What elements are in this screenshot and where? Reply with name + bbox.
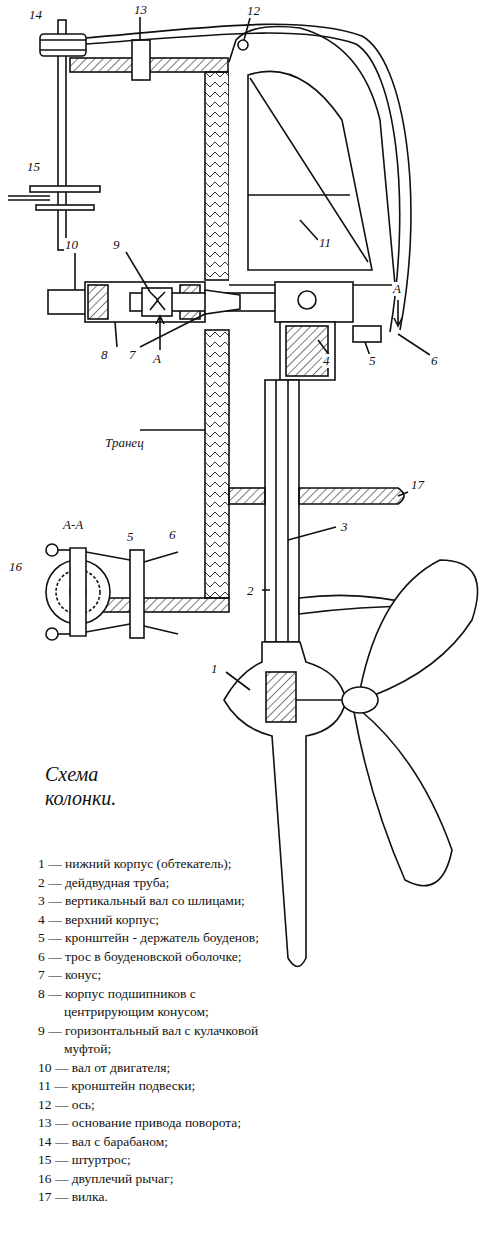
callout-number: 13 [133,3,148,17]
key-line: 16 — двуплечий рычаг; [38,1170,288,1189]
key-line: 6 — трос в боуденовской оболочке; [38,948,288,967]
callout-number: 8 [100,348,109,362]
callout-number: 11 [318,236,332,250]
caption: Схема колонки. [45,762,157,810]
drum [40,34,86,56]
bowden-holder [353,326,381,342]
key-line: 12 — ось; [38,1096,288,1115]
suspension-bracket [229,27,395,286]
key-line: 14 — вал с барабаном; [38,1133,288,1152]
callout-number: 10 [64,238,79,252]
key-line: 8 — корпус подшипников с центрирующим ко… [38,985,288,1022]
callout-number: 15 [26,160,41,174]
fork [299,488,404,504]
callout-number: 6 [168,528,177,542]
key-line: 3 — вертикальный вал со шлицами; [38,892,288,911]
key-line: 13 — основание привода поворота; [38,1114,288,1133]
callout-number: 12 [246,4,261,18]
callout-number: 4 [322,354,331,368]
key-line: 11 — кронштейн подвески; [38,1077,288,1096]
callout-number: 3 [340,520,349,534]
key-line: 15 — штуртрос; [38,1151,288,1170]
callout-number: 14 [28,8,43,22]
key-line: 10 — вал от двигателя; [38,1059,288,1078]
callout-number: А [152,352,162,366]
key-line: 2 — дейдвудная труба; [38,874,288,893]
callout-number: 1 [210,662,219,676]
key-line: 9 — горизонтальный вал с кулачковой муфт… [38,1022,288,1059]
lower-housing [224,642,346,967]
callout-number: А [392,282,402,296]
callout-number: 6 [430,354,439,368]
callout-number: 2 [246,584,255,598]
callout-number: Транец [104,436,145,450]
cone [205,290,240,314]
callout-number: 7 [128,348,137,362]
key-line: 1 — нижний корпус (обтекатель); [38,855,288,874]
key-line: 4 — верхний корпус; [38,911,288,930]
stern-tube [265,380,299,642]
upper-housing [275,282,353,322]
key-line: 17 — вилка. [38,1188,288,1207]
propeller [360,560,478,696]
callout-number: 16 [8,560,23,574]
callout-number: А-А [62,518,84,532]
callout-number: 5 [368,354,377,368]
callout-number: 9 [112,238,121,252]
key-line: 7 — конус; [38,966,288,985]
parts-key: 1 — нижний корпус (обтекатель);2 — дейдв… [38,855,288,1207]
callout-number: 5 [126,530,135,544]
callout-number: 17 [410,478,425,492]
key-line: 5 — кронштейн - держатель боуденов; [38,929,288,948]
